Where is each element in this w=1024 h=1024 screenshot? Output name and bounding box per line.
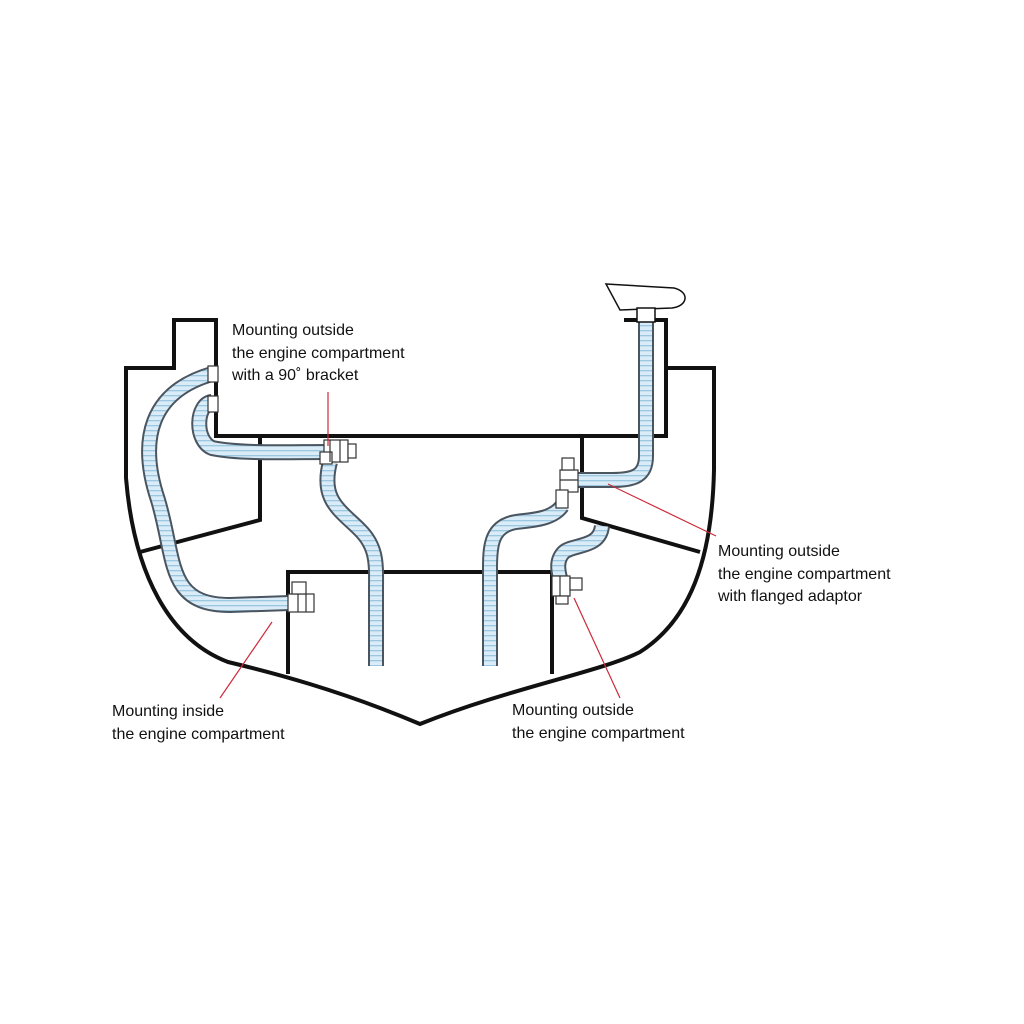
label-90-bracket-line2: the engine compartment (232, 344, 405, 362)
deck-vent-cowl (604, 283, 686, 323)
label-flanged-line2: the engine compartment (718, 565, 891, 583)
leader-inside (219, 621, 273, 699)
heater-flanged-adaptor (555, 457, 579, 509)
leader-lines (219, 392, 717, 699)
left-compartment-wall (139, 436, 262, 554)
label-90-bracket-line3: with a 90˚ bracket (232, 367, 359, 384)
heater-90-bracket (319, 439, 357, 465)
heater-inside (287, 581, 315, 613)
leader-flanged-adaptor (607, 483, 717, 537)
label-inside-mount: Mounting inside the engine compartment (112, 701, 285, 746)
label-outside-mount: Mounting outside the engine compartment (512, 700, 685, 745)
mount-fittings (207, 365, 583, 613)
ducting-hoses (141, 322, 654, 666)
hull-structure (124, 318, 716, 727)
engine-compartment-box (286, 570, 554, 674)
label-inside-line1: Mounting inside (112, 703, 225, 720)
label-90-bracket-line1: Mounting outside (232, 322, 354, 339)
label-outside-line2: the engine compartment (512, 724, 685, 742)
label-flanged-adaptor: Mounting outside the engine compartment … (718, 541, 891, 609)
label-90-bracket: Mounting outside the engine compartment … (232, 320, 405, 388)
hose-to-vent (576, 322, 654, 488)
label-outside-line1: Mounting outside (512, 702, 634, 719)
leader-outside (573, 597, 621, 699)
label-inside-line2: the engine compartment (112, 725, 285, 743)
label-flanged-line3: with flanged adaptor (718, 588, 863, 605)
hull-outline (124, 318, 716, 727)
right-compartment-wall (580, 436, 701, 554)
heater-outside (551, 575, 583, 605)
label-flanged-line1: Mounting outside (718, 543, 840, 560)
outlet-fitting-upper (207, 365, 219, 383)
outlet-fitting-lower (207, 395, 219, 413)
